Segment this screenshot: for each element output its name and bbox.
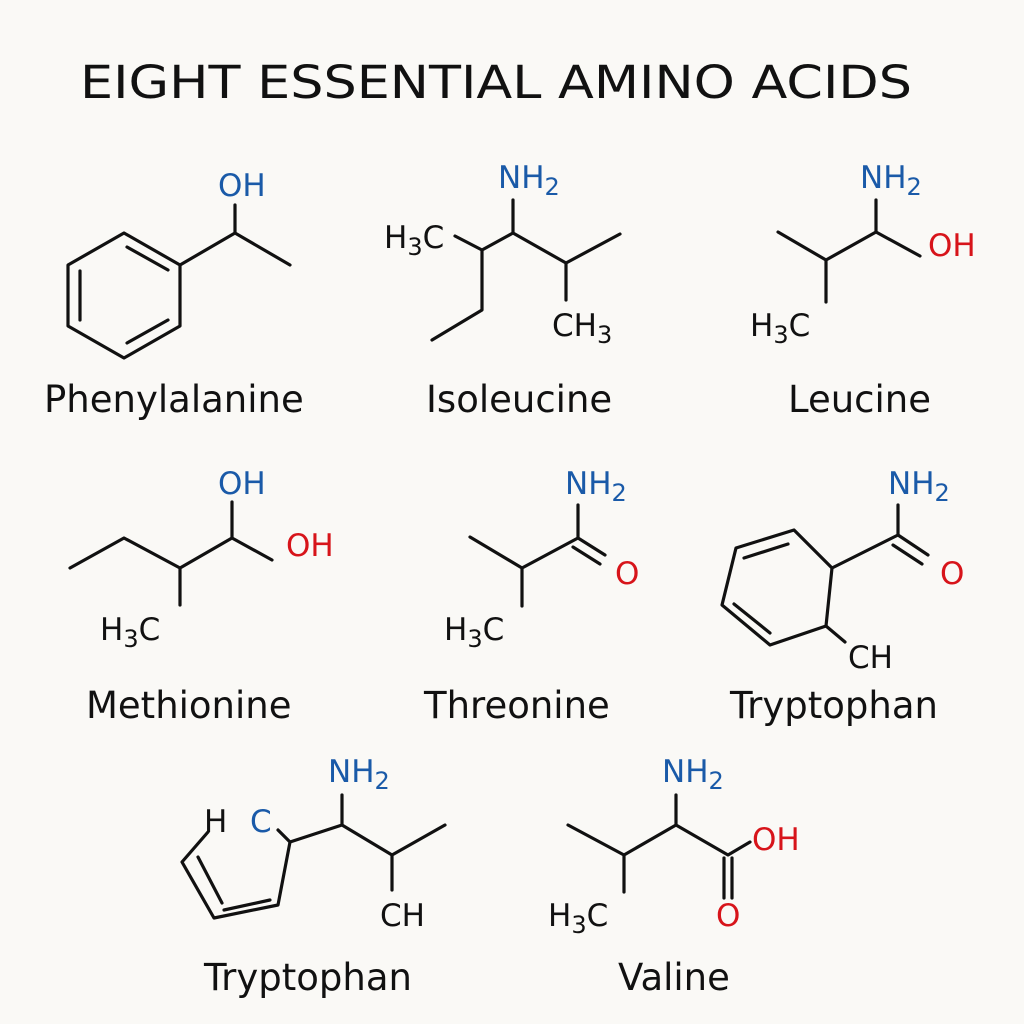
molecule-leucine: NH2 OH H3C Leucine xyxy=(750,160,976,421)
structure-tryptophan-2 xyxy=(180,793,447,920)
oh-right-label: OH xyxy=(286,528,334,564)
molecule-name: Methionine xyxy=(86,684,292,727)
molecule-name: Threonine xyxy=(423,684,610,727)
c-label: C xyxy=(250,804,272,840)
structure-leucine xyxy=(776,198,922,304)
side-chain-bonds xyxy=(288,793,447,892)
page-title: EIGHT ESSENTIAL AMINO ACIDS xyxy=(80,56,912,109)
molecule-name: Leucine xyxy=(788,378,931,421)
ring-bonds xyxy=(180,828,292,920)
oh-label: OH xyxy=(218,168,266,204)
molecule-name: Isoleucine xyxy=(426,378,612,421)
oh-label: OH xyxy=(752,822,800,858)
molecule-methionine: OH OH H3C Methionine xyxy=(68,466,334,727)
o-label: O xyxy=(615,556,639,592)
skeleton-bonds xyxy=(430,198,622,342)
skeleton-bonds xyxy=(566,793,752,900)
oh-label: OH xyxy=(928,228,976,264)
molecule-name: Phenylalanine xyxy=(44,378,304,421)
o-label: O xyxy=(940,556,964,592)
h-label: H xyxy=(204,804,227,840)
structure-valine xyxy=(566,793,752,900)
nh2-label: NH2 xyxy=(498,160,560,201)
skeleton-bonds xyxy=(776,198,922,304)
ch-label: CH xyxy=(380,898,425,934)
h3c-label: H3C xyxy=(100,612,160,653)
molecule-name: Valine xyxy=(618,956,730,999)
molecule-threonine: NH2 O H3C Threonine xyxy=(423,466,639,727)
molecule-tryptophan-2: H C NH2 CH Tryptophan xyxy=(180,754,447,999)
molecule-phenylalanine: OH Phenylalanine xyxy=(44,168,304,421)
nh2-label: NH2 xyxy=(328,754,390,795)
structure-threonine xyxy=(468,503,607,608)
nh2-label: NH2 xyxy=(888,466,950,507)
nh2-label: NH2 xyxy=(565,466,627,507)
ring-double-bonds xyxy=(732,542,790,635)
skeleton-bonds xyxy=(68,500,274,607)
nh2-label: NH2 xyxy=(860,160,922,201)
structure-tryptophan-1 xyxy=(720,503,930,647)
side-chain-bonds xyxy=(178,203,292,267)
ch3-label: CH3 xyxy=(552,308,612,349)
nh2-label: NH2 xyxy=(662,754,724,795)
h3c-label: H3C xyxy=(750,308,810,349)
oh-top-label: OH xyxy=(218,466,266,502)
h3c-label: H3C xyxy=(384,220,444,261)
structure-methionine xyxy=(68,500,274,607)
h3c-label: H3C xyxy=(548,898,608,939)
molecule-name: Tryptophan xyxy=(203,956,412,999)
structure-phenylalanine xyxy=(66,203,292,360)
ring-double-bonds xyxy=(78,245,170,345)
side-chain-bonds xyxy=(824,503,930,644)
molecule-isoleucine: NH2 H3C CH3 Isoleucine xyxy=(384,160,622,421)
molecule-tryptophan-1: NH2 O CH Tryptophan xyxy=(720,466,964,727)
molecule-valine: NH2 OH H3C O Valine xyxy=(548,754,800,999)
ch-label: CH xyxy=(848,640,893,676)
molecule-name: Tryptophan xyxy=(729,684,938,727)
o-label: O xyxy=(716,898,740,934)
structure-isoleucine xyxy=(430,198,622,342)
h3c-label: H3C xyxy=(444,612,504,653)
benzene-ring xyxy=(66,231,182,360)
skeleton-bonds xyxy=(468,503,607,608)
